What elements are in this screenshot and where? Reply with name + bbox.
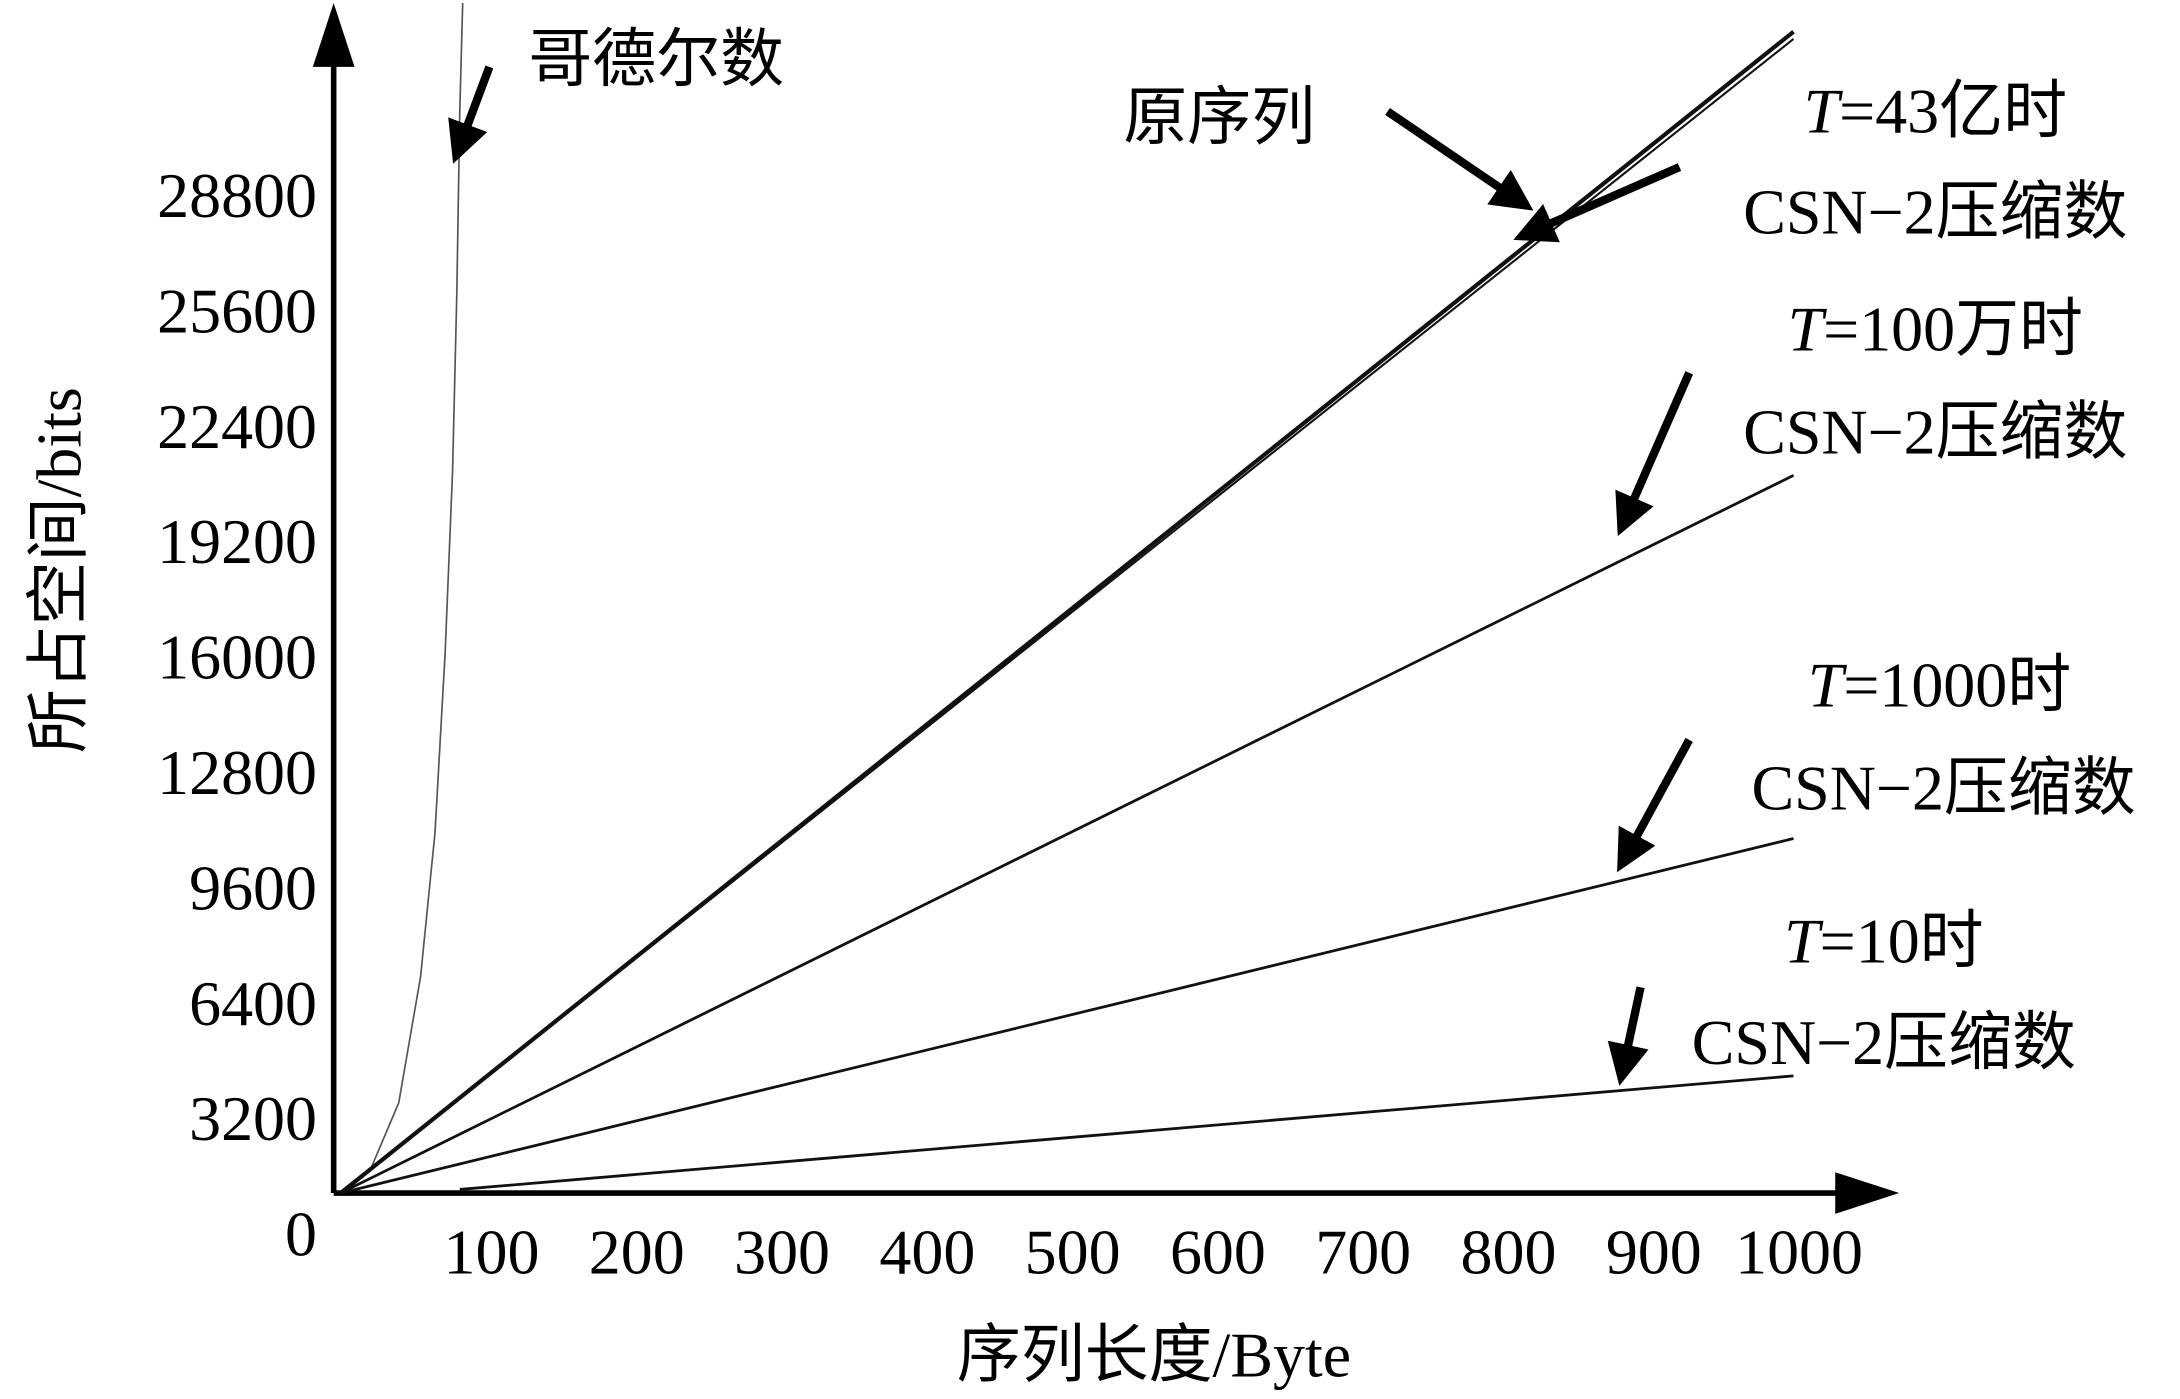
x-tick-label: 600 — [1170, 1217, 1266, 1288]
y-tick-label: 19200 — [157, 506, 317, 577]
label-t1e6-line2: CSN−2压缩数 — [1743, 396, 2127, 467]
label-godel: 哥德尔数 — [528, 24, 784, 95]
label-t1000-line2: CSN−2压缩数 — [1752, 752, 2136, 823]
arrow-t1000 — [1617, 737, 1693, 873]
x-axis-label: 序列长度/Byte — [957, 1320, 1351, 1391]
y-tick-label: 22400 — [157, 391, 317, 462]
series-line-5 — [459, 1074, 1794, 1191]
label-t1e6: T=100万时 — [1788, 294, 2083, 365]
label-t43e8: T=43亿时 — [1804, 75, 2067, 146]
x-axis-arrow — [1835, 1172, 1900, 1214]
y-tick-label: 9600 — [189, 852, 317, 923]
label-t10: T=10时 — [1784, 905, 1983, 976]
arrow-t10 — [1607, 986, 1649, 1086]
y-tick-label: 25600 — [157, 275, 317, 346]
y-axis-label: 所占空间/bits — [24, 387, 95, 753]
arrow-t1e6 — [1615, 371, 1694, 537]
x-tick-label: 200 — [589, 1217, 685, 1288]
label-t43e8-line2: CSN−2压缩数 — [1743, 177, 2127, 248]
x-tick-label: 100 — [444, 1217, 540, 1288]
x-tick-label: 400 — [879, 1217, 975, 1288]
label-t10-line2: CSN−2压缩数 — [1692, 1007, 2076, 1078]
x-tick-label: 800 — [1461, 1217, 1557, 1288]
arrow-t43e8 — [1513, 163, 1682, 243]
y-tick-label: 3200 — [189, 1083, 317, 1154]
y-axis — [312, 2, 355, 1194]
y-tick-label: 6400 — [189, 968, 317, 1039]
x-tick-label: 700 — [1315, 1217, 1411, 1288]
x-tick-label: 900 — [1606, 1217, 1702, 1288]
x-tick-label: 1000 — [1735, 1217, 1863, 1288]
annotation-arrows — [448, 65, 1694, 1086]
y-tick-label: 28800 — [157, 160, 317, 231]
label-original: 原序列 — [1123, 82, 1315, 153]
arrow-original — [1385, 107, 1534, 211]
x-tick-label: 300 — [734, 1217, 830, 1288]
y-axis-arrow — [312, 2, 355, 67]
y-tick-label: 0 — [285, 1199, 317, 1270]
series-line-3 — [340, 474, 1795, 1195]
label-t1000: T=1000时 — [1808, 649, 2071, 720]
series-line-0 — [340, 2, 464, 1194]
y-tick-label: 16000 — [157, 622, 317, 693]
series-line-4 — [340, 837, 1794, 1195]
x-axis — [333, 1172, 1900, 1214]
y-tick-label: 12800 — [157, 737, 317, 808]
arrow-godel — [448, 65, 494, 164]
x-tick-label: 500 — [1025, 1217, 1121, 1288]
